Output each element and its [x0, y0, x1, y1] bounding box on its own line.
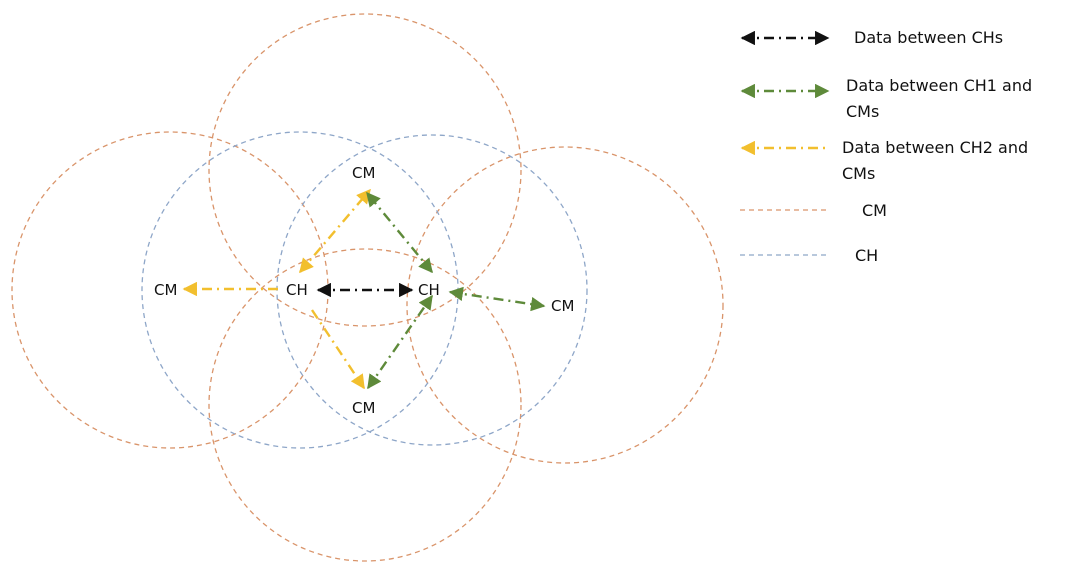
node-labels: CM CM CH CH CM CM — [154, 164, 574, 417]
node-ch-left: CH — [286, 281, 308, 299]
flow-ch2-to-cm-bottom — [311, 309, 365, 390]
legend-label-ch-range: CH — [855, 246, 878, 265]
legend-item-ch-range: CH — [740, 246, 878, 265]
cm-range-top — [208, 13, 522, 327]
legend-item-data-chs: Data between CHs — [740, 28, 1003, 47]
legend-label-data-ch1-line1: Data between CH1 and — [846, 76, 1032, 95]
legend-item-data-ch1: Data between CH1 and CMs — [740, 76, 1032, 121]
legend-label-data-ch2-line1: Data between CH2 and — [842, 138, 1028, 157]
legend: Data between CHs Data between CH1 and CM… — [740, 28, 1032, 265]
legend-item-cm-range: CM — [740, 201, 887, 220]
legend-item-data-ch2: Data between CH2 and CMs — [740, 138, 1028, 183]
legend-label-data-chs: Data between CHs — [854, 28, 1003, 47]
node-cm-left: CM — [154, 281, 177, 299]
node-cm-top: CM — [352, 164, 375, 182]
legend-label-data-ch1-line2: CMs — [846, 102, 879, 121]
cm-range-bottom — [208, 248, 522, 562]
node-cm-bottom: CM — [352, 399, 375, 417]
node-cm-right: CM — [551, 297, 574, 315]
flow-ch2-to-cm-top — [299, 188, 371, 274]
flow-ch1-to-cm-right — [448, 286, 546, 312]
data-flows — [182, 188, 546, 390]
legend-label-data-ch2-line2: CMs — [842, 164, 875, 183]
legend-label-cm-range: CM — [862, 201, 887, 220]
flow-ch1-to-cm-top — [366, 191, 433, 274]
node-ch-right: CH — [418, 281, 440, 299]
flow-ch1-to-cm-bottom — [367, 294, 433, 390]
cm-range-circles — [11, 13, 724, 562]
